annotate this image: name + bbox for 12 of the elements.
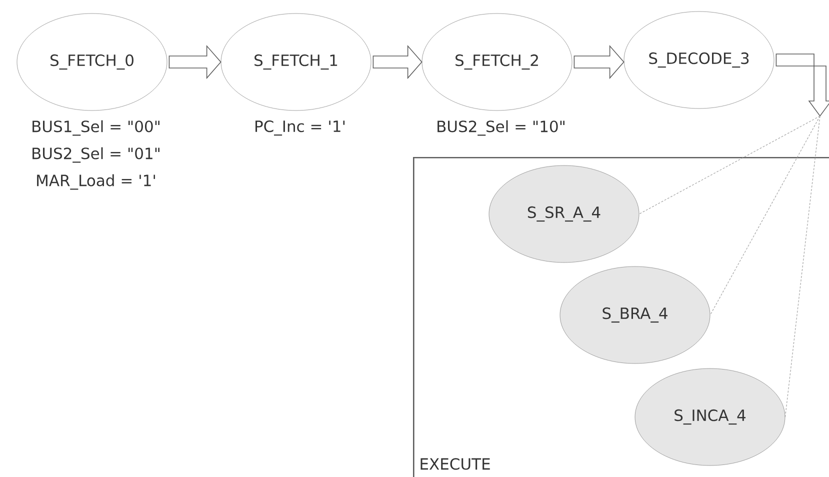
block-arrow [372,44,422,80]
output-assignment: BUS1_Sel = "00" [32,120,160,136]
block-arrow [168,44,222,80]
dashed-line [710,116,820,316]
block-arrow [574,44,624,80]
dashed-line [638,116,820,214]
output-assignment: PC_Inc = '1' [256,120,345,136]
output-assignment: BUS2_Sel = "10" [438,120,564,136]
output-assignment: BUS2_Sel = "01" [32,147,160,163]
dashed-line [784,116,820,418]
output-assignment: MAR_Load = '1' [37,174,155,190]
block-arrow [776,54,829,117]
